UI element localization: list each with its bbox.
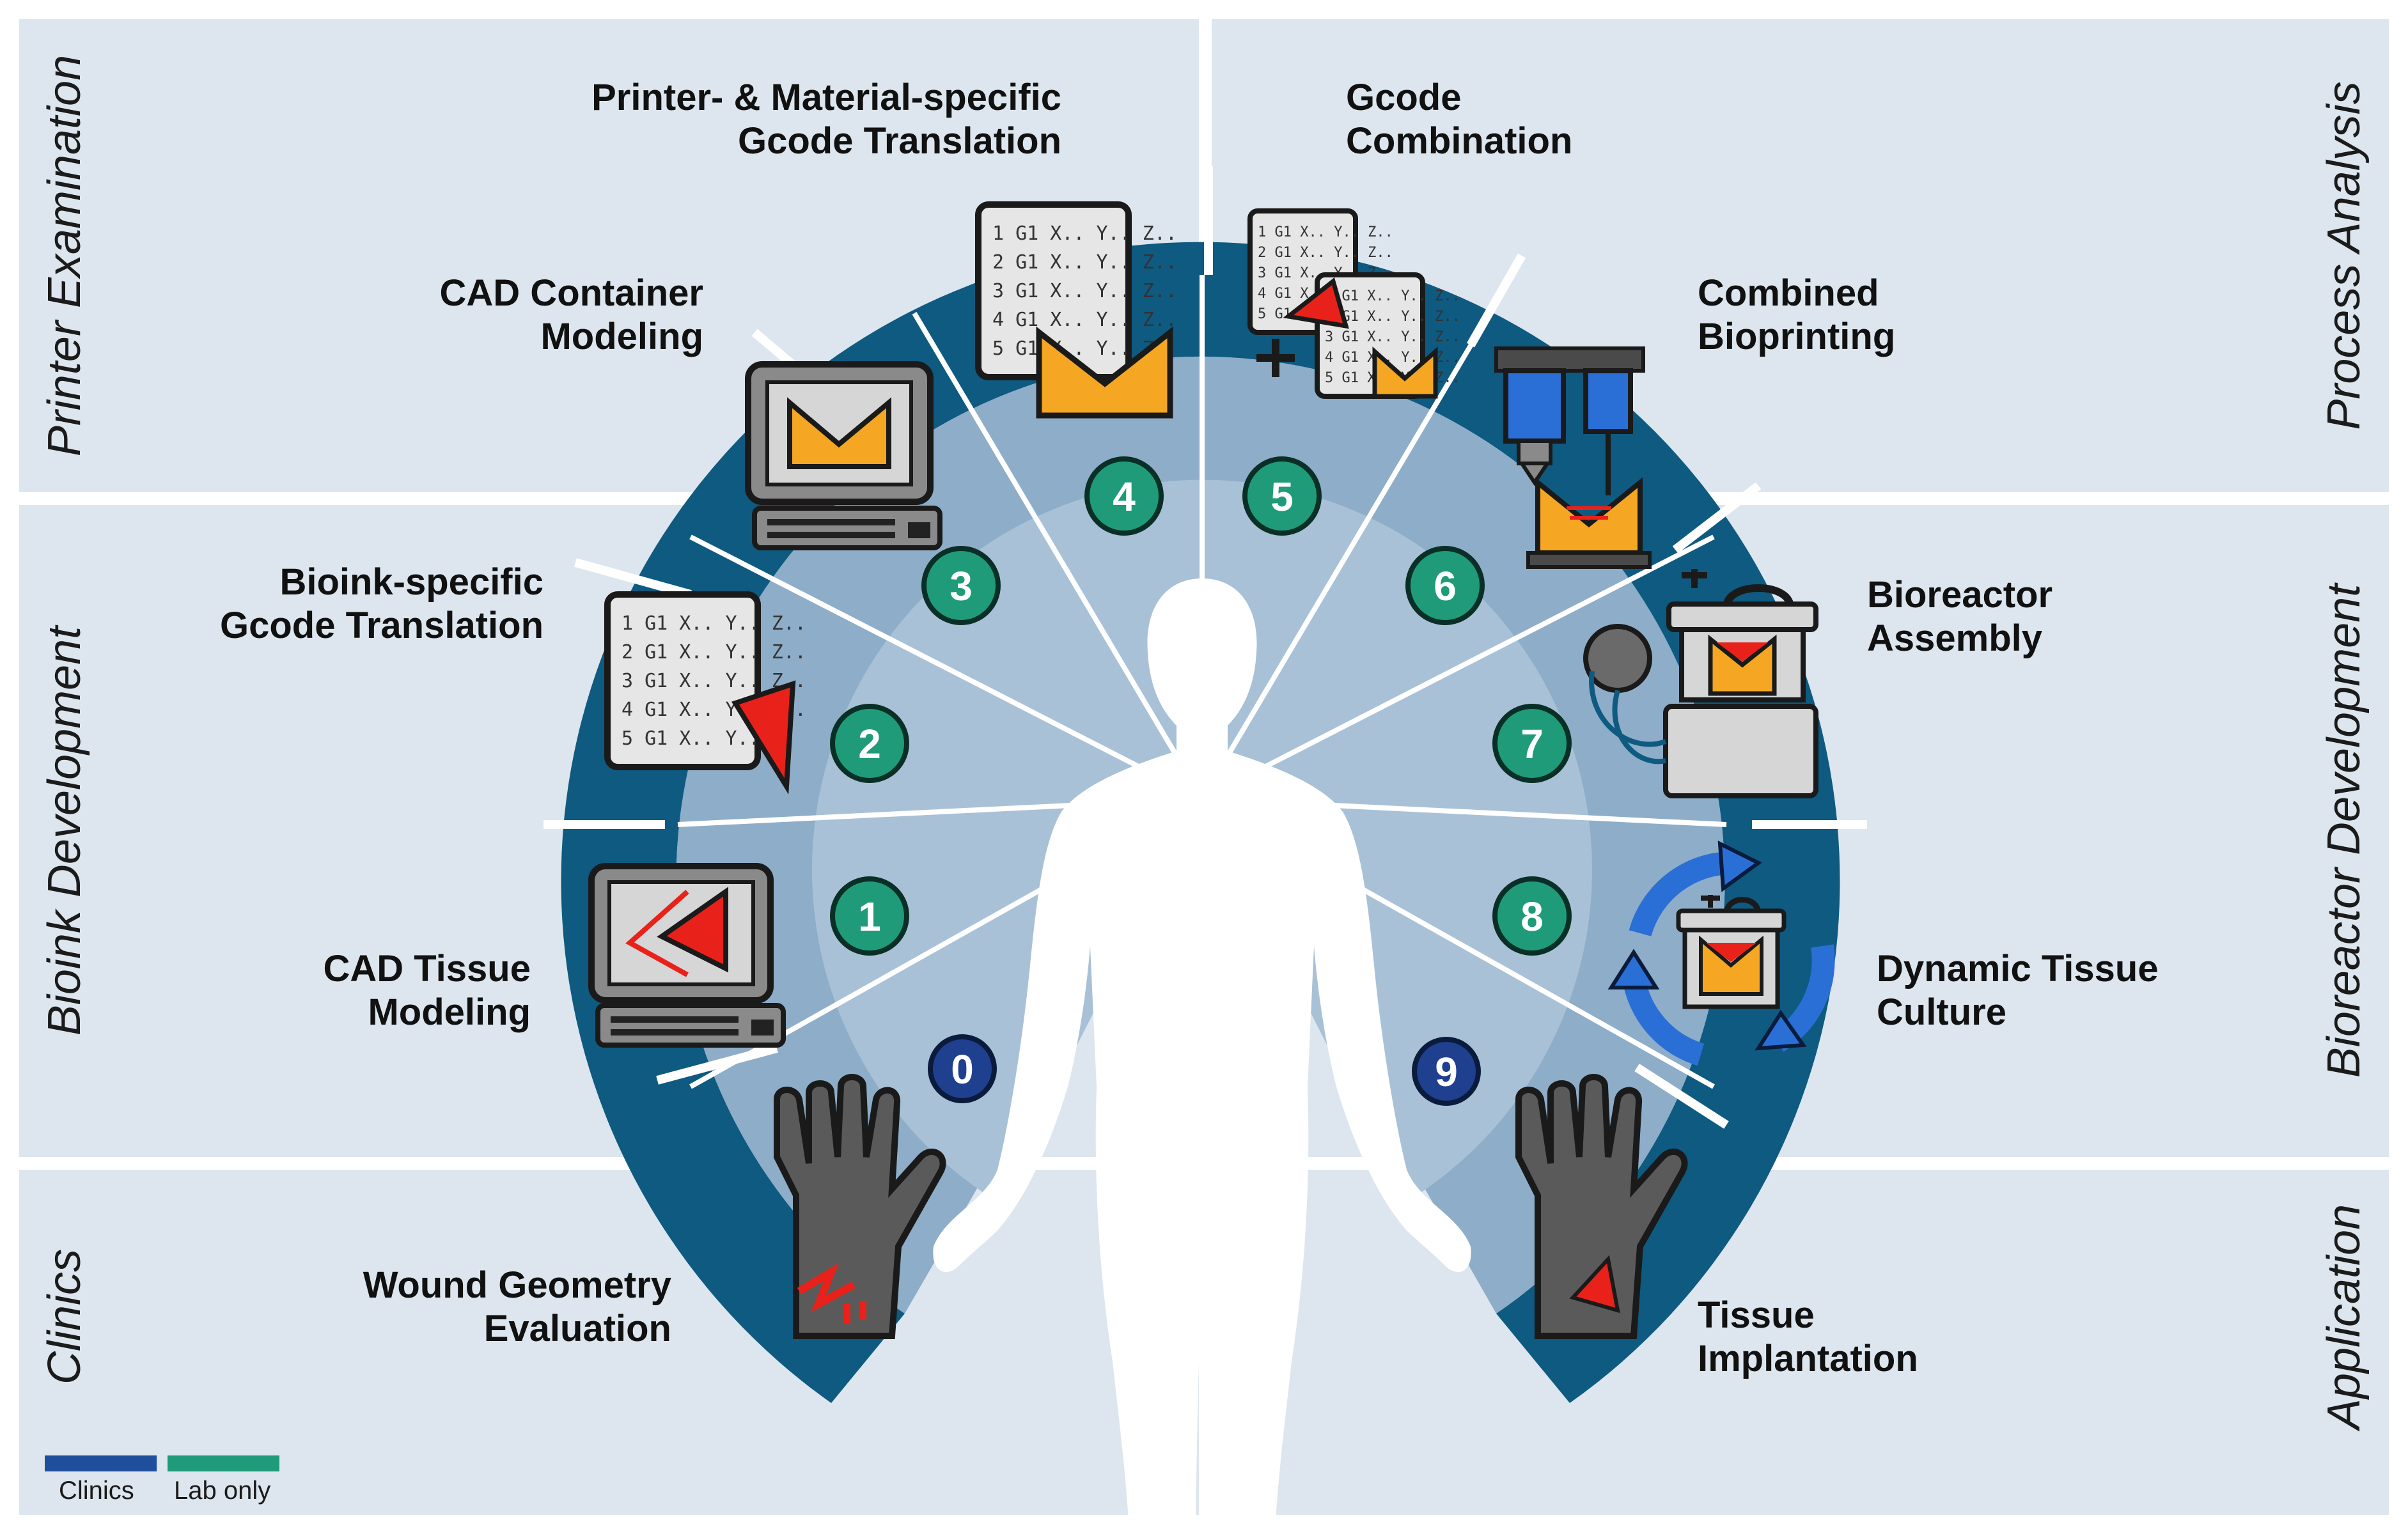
region-labels: Printer Examination Bioink Development C… (39, 55, 2370, 1432)
step-3-line1: CAD Container (440, 272, 703, 314)
step-9-line1: Tissue (1698, 1294, 1815, 1336)
step-4-line2: Gcode Translation (738, 120, 1061, 162)
step-1-line2: Modeling (368, 991, 531, 1033)
legend: Clinics Lab only (45, 1455, 279, 1505)
printer-gcode-line-1: 1 G1 X.. Y.. Z.. (992, 222, 1177, 245)
badge-9: 9 (1412, 1037, 1481, 1106)
legend-label-clinics: Clinics (59, 1477, 134, 1505)
badge-9-number: 9 (1435, 1049, 1458, 1095)
combo-gcode-b-line-3: 3 G1 X.. Y.. Z.. (1325, 329, 1460, 345)
badge-4: 4 (1084, 456, 1164, 536)
combo-gcode-b-line-4: 4 G1 X.. Y.. Z.. (1325, 350, 1460, 366)
step-0-line2: Evaluation (484, 1308, 671, 1349)
inner-area (812, 479, 1592, 1202)
computer-cad-tissue-icon (588, 863, 786, 1048)
badge-1: 1 (830, 876, 909, 956)
region-label-application: Application (2318, 1204, 2370, 1432)
step-label-4: Printer- & Material-specific Gcode Trans… (591, 77, 1061, 162)
region-label-clinics: Clinics (39, 1249, 90, 1385)
badge-1-number: 1 (858, 894, 881, 940)
bioink-gcode-line-2: 2 G1 X.. Y.. Z.. (622, 641, 806, 663)
printer-gcode-line-3: 3 G1 X.. Y.. Z.. (992, 280, 1177, 302)
badge-2-number: 2 (858, 721, 881, 767)
combo-gcode-b-line-1: 1 G1 X.. Y.. Z.. (1325, 288, 1460, 304)
computer-cad-container-icon (745, 361, 942, 550)
step-3-line2: Modeling (540, 316, 703, 357)
badge-7: 7 (1492, 704, 1572, 783)
bioink-gcode-line-5: 5 G1 X.. Y.. (622, 727, 760, 750)
step-label-9: Tissue Implantation (1698, 1294, 1918, 1379)
step-2-line1: Bioink-specific (279, 561, 543, 603)
printer-gcode-line-2: 2 G1 X.. Y.. Z.. (992, 251, 1177, 274)
badge-4-number: 4 (1113, 474, 1136, 520)
human-silhouette-icon (933, 578, 1471, 1521)
badge-3-number: 3 (950, 563, 973, 609)
combo-gcode-b-line-2: 2 G1 X.. Y.. Z.. (1325, 309, 1460, 325)
step-label-8: Dynamic Tissue Culture (1877, 948, 2159, 1033)
dynamic-culture-icon (1607, 840, 1835, 1066)
region-label-printer-examination: Printer Examination (39, 55, 90, 456)
step-label-2: Bioink-specific Gcode Translation (220, 561, 543, 646)
legend-swatch-lab-only (168, 1455, 279, 1471)
legend-label-lab-only: Lab only (174, 1477, 270, 1505)
step-7-line1: Bioreactor (1867, 574, 2052, 616)
step-8-line1: Dynamic Tissue (1877, 948, 2159, 989)
legend-swatch-clinics (45, 1455, 157, 1471)
badge-5: 5 (1242, 456, 1322, 536)
step-label-3: CAD Container Modeling (440, 272, 703, 357)
region-label-bioink-development: Bioink Development (39, 624, 90, 1036)
bioprinter-icon (1494, 346, 1652, 569)
gcode-sheet-printer-icon: 1 G1 X.. Y.. Z.. 2 G1 X.. Y.. Z.. 3 G1 X… (975, 201, 1177, 419)
step-7-line2: Assembly (1867, 617, 2042, 659)
badge-7-number: 7 (1521, 721, 1544, 767)
combo-gcode-a-line-1: 1 G1 X.. Y.. Z.. (1258, 224, 1393, 240)
bioreactor-icon (1583, 569, 1818, 798)
gcode-combination-icon: 1 G1 X.. Y.. Z.. 2 G1 X.. Y.. Z.. 3 G1 X… (1247, 208, 1460, 399)
badge-0-number: 0 (951, 1046, 974, 1092)
combo-gcode-a-line-2: 2 G1 X.. Y.. Z.. (1258, 245, 1393, 261)
step-6-line2: Bioprinting (1698, 316, 1895, 357)
bioink-gcode-line-1: 1 G1 X.. Y.. Z.. (622, 612, 806, 635)
glove-wound-icon (774, 1074, 946, 1339)
badge-8: 8 (1492, 876, 1572, 956)
step-icons: 1 G1 X.. Y.. Z.. 2 G1 X.. Y.. Z.. 3 G1 X… (588, 201, 1835, 1339)
badge-8-number: 8 (1521, 894, 1544, 940)
step-9-line2: Implantation (1698, 1338, 1918, 1379)
badge-3: 3 (921, 546, 1001, 625)
glove-implant-icon (1515, 1074, 1688, 1339)
region-label-bioreactor-development: Bioreactor Development (2318, 582, 2370, 1078)
step-label-0: Wound Geometry Evaluation (363, 1264, 671, 1349)
step-label-1: CAD Tissue Modeling (324, 948, 531, 1033)
step-5-line2: Combination (1346, 120, 1572, 162)
number-badges: 0 1 2 3 4 5 6 7 (830, 456, 1572, 1106)
step-0-line1: Wound Geometry (363, 1264, 671, 1306)
gcode-sheet-bioink-icon: 1 G1 X.. Y.. Z.. 2 G1 X.. Y.. Z.. 3 G1 X… (604, 591, 806, 795)
step-8-line2: Culture (1877, 991, 2006, 1033)
badge-2: 2 (830, 704, 909, 783)
step-labels: Wound Geometry Evaluation CAD Tissue Mod… (220, 77, 2159, 1379)
badge-5-number: 5 (1270, 474, 1294, 520)
printer-gcode-line-4: 4 G1 X.. Y.. Z.. (992, 309, 1177, 331)
step-1-line1: CAD Tissue (324, 948, 531, 989)
step-label-6: Combined Bioprinting (1698, 272, 1895, 357)
step-6-line1: Combined (1698, 272, 1879, 314)
step-5-line1: Gcode (1346, 77, 1462, 118)
step-2-line2: Gcode Translation (220, 605, 543, 646)
region-label-process-analysis: Process Analysis (2318, 81, 2370, 430)
badge-0: 0 (928, 1034, 997, 1103)
badge-6-number: 6 (1434, 563, 1457, 609)
step-label-7: Bioreactor Assembly (1867, 574, 2052, 659)
step-label-5: Gcode Combination (1346, 77, 1572, 162)
plus-icon (1256, 339, 1295, 377)
step-4-line1: Printer- & Material-specific (591, 77, 1061, 118)
badge-6: 6 (1405, 546, 1485, 625)
